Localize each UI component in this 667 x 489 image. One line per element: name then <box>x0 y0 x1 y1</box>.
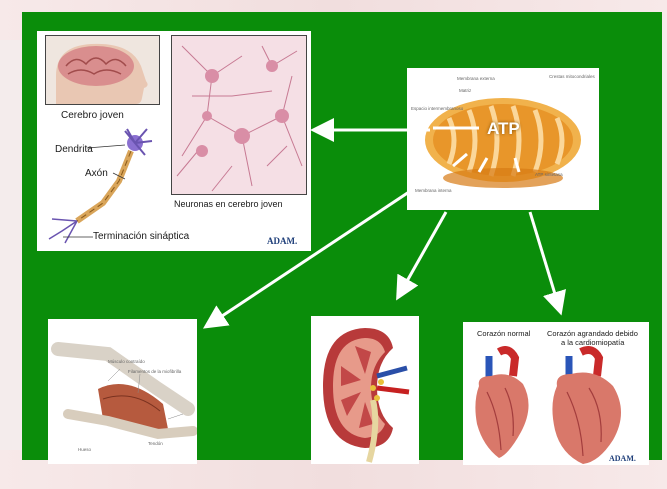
arrow-to-kidney <box>402 212 446 290</box>
arrow-to-muscle <box>213 190 412 322</box>
arrow-to-heart <box>530 212 558 304</box>
